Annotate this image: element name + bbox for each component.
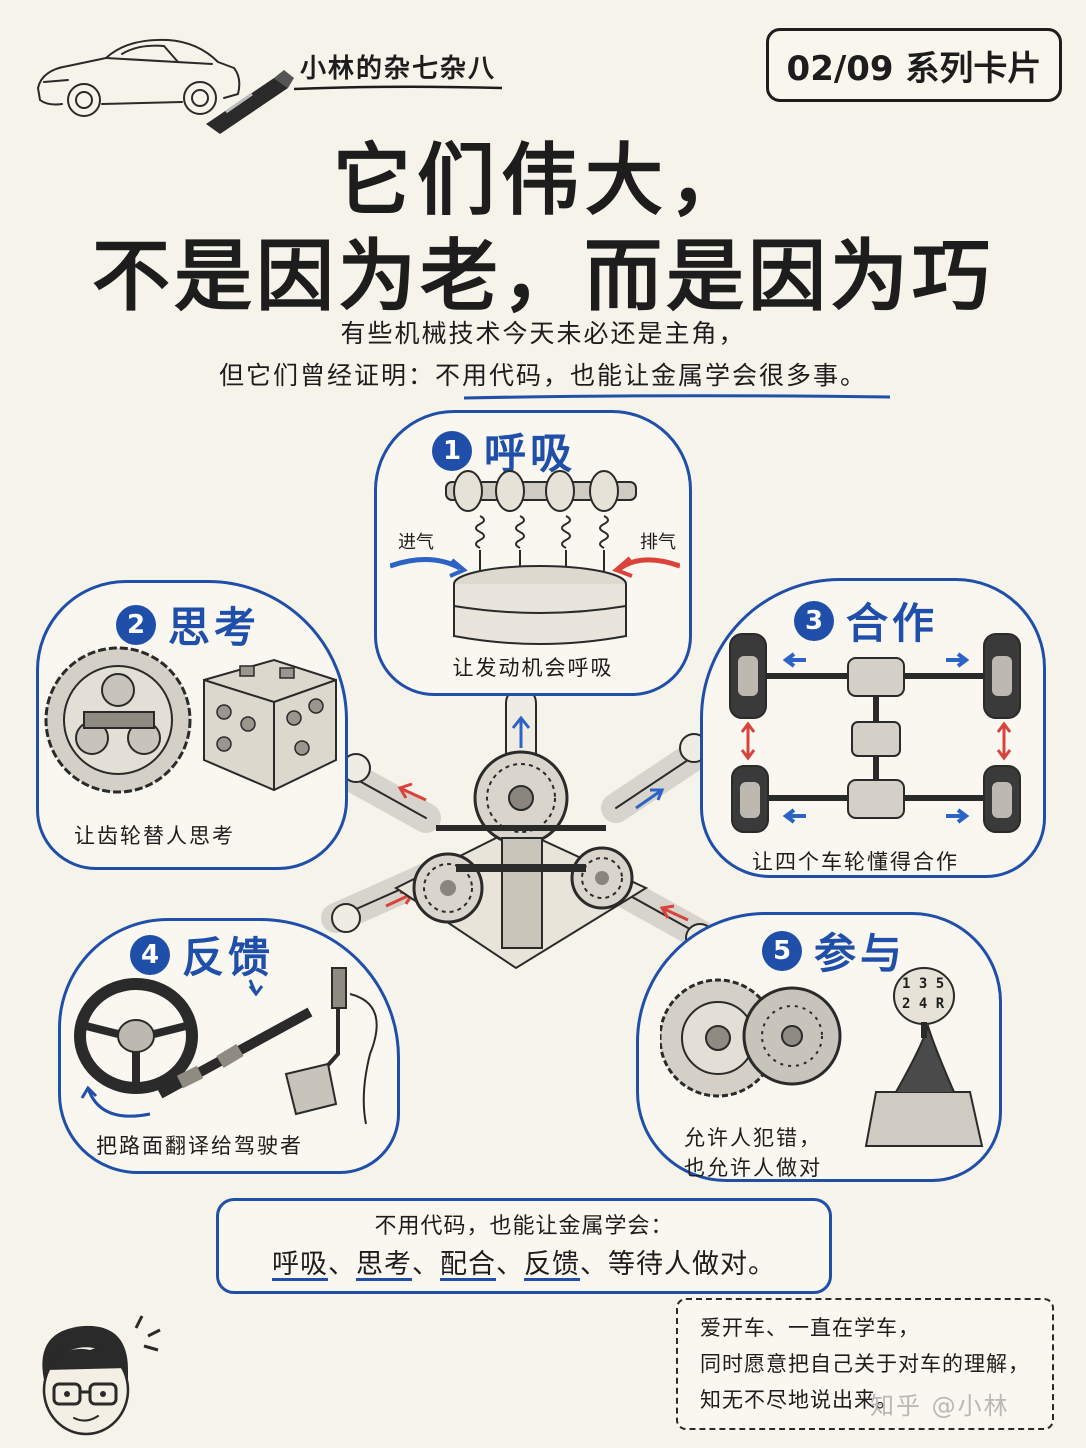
card-title: 合作 xyxy=(846,599,939,648)
car-sketch xyxy=(37,38,241,117)
summary-tail: 等待人做对。 xyxy=(608,1249,776,1280)
gearbox-valvebody-illustration xyxy=(44,646,337,794)
steering-pedal-illustration xyxy=(74,967,378,1125)
exhaust-label: 排气 xyxy=(640,532,676,553)
card-caption: 让发动机会呼吸 xyxy=(452,656,614,680)
subtitle-underline xyxy=(463,394,891,400)
summary-item: 思考 xyxy=(356,1249,412,1280)
author-avatar xyxy=(42,1315,161,1436)
title-line-2: 不是因为老，而是因为巧 xyxy=(91,232,994,322)
card-cooperation-head: 3 合作 xyxy=(794,590,938,651)
card-feedback-head: 4 反馈 xyxy=(130,924,274,985)
clutch-shifter-illustration xyxy=(660,967,984,1147)
card-number: 1 xyxy=(432,430,472,471)
card-breathing-head: 1 呼吸 xyxy=(432,420,576,481)
card-number: 3 xyxy=(794,600,834,641)
subtitle-line-2: 但它们曾经证明：不用代码，也能让金属学会很多事。 xyxy=(218,361,867,390)
card-feedback xyxy=(58,918,400,1174)
title-line-1: 它们伟大， xyxy=(332,136,753,226)
shifter-bottom-gears: 2 4 R xyxy=(902,996,945,1012)
card-title: 思考 xyxy=(168,603,261,652)
card-caption: 把路面翻译给驾驶者 xyxy=(96,1134,303,1158)
card-thinking-head: 2 思考 xyxy=(116,594,260,655)
marker-pen-icon xyxy=(206,70,294,134)
shifter-top-gears: 1 3 5 xyxy=(902,976,945,992)
brand-name: 小林的杂七杂八 xyxy=(300,54,497,84)
card-title: 参与 xyxy=(814,929,907,978)
summary-item: 呼吸 xyxy=(272,1249,328,1280)
summary-item: 配合 xyxy=(440,1249,496,1280)
camshaft-valves-illustration xyxy=(390,470,680,645)
card-number: 4 xyxy=(130,934,170,975)
card-caption-line-1: 允许人犯错， xyxy=(684,1126,822,1150)
series-badge: 02/09 系列卡片 xyxy=(766,28,1062,102)
subtitle-line-1: 有些机械技术今天未必还是主角， xyxy=(340,319,746,348)
brand-underline xyxy=(293,85,503,91)
card-caption-line-2: 也允许人做对 xyxy=(684,1156,822,1180)
bio-line-3: 知无不尽地说出来。 xyxy=(700,1388,898,1412)
card-title: 呼吸 xyxy=(484,429,577,478)
summary-line-1: 不用代码，也能让金属学会： xyxy=(374,1214,674,1239)
bio-line-1: 爱开车、一直在学车， xyxy=(700,1316,920,1340)
card-title: 反馈 xyxy=(182,933,275,982)
intake-label: 进气 xyxy=(398,532,434,553)
card-number: 2 xyxy=(116,604,156,645)
card-participation-head: 5 参与 xyxy=(762,920,906,981)
summary-box xyxy=(216,1198,832,1294)
card-caption: 让齿轮替人思考 xyxy=(74,824,235,848)
awd-drivetrain-illustration xyxy=(729,633,1021,833)
watermark: 知乎 @小林 xyxy=(870,1392,1010,1420)
summary-line-2: 呼吸、思考、配合、反馈、等待人做对。 xyxy=(272,1249,776,1280)
card-caption: 让四个车轮懂得合作 xyxy=(752,850,959,874)
author-bio-box xyxy=(676,1298,1054,1430)
summary-item: 反馈 xyxy=(524,1249,580,1280)
card-breathing xyxy=(374,410,692,696)
bio-line-2: 同时愿意把自己关于对车的理解， xyxy=(700,1352,1030,1376)
card-number: 5 xyxy=(762,930,802,971)
